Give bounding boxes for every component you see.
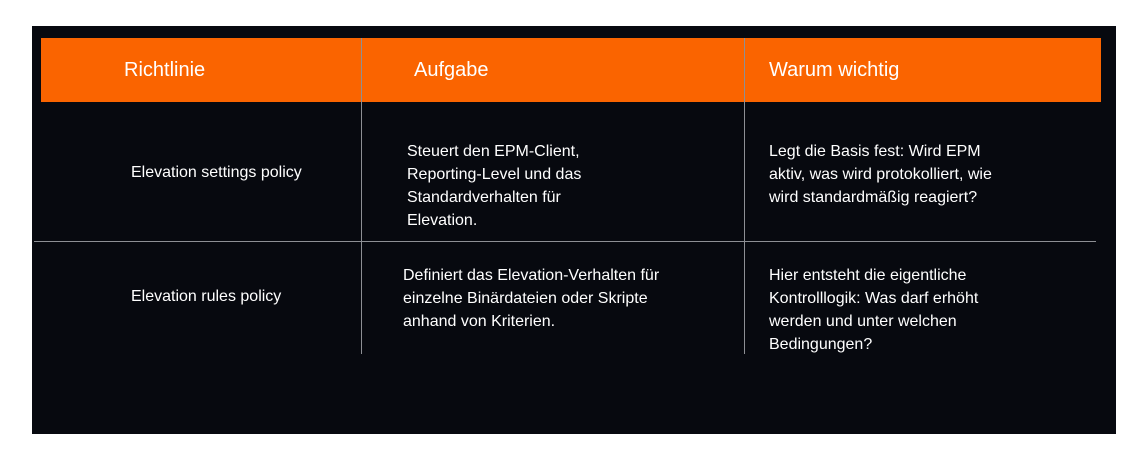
header-warum-wichtig: Warum wichtig [769, 59, 900, 81]
table-cell-warum: Legt die Basis fest: Wird EPM aktiv, was… [769, 140, 992, 209]
text-line: Bedingungen? [769, 336, 873, 353]
policy-name: Elevation rules policy [131, 288, 282, 305]
text-line: Elevation. [407, 212, 478, 229]
table-cell-aufgabe: Steuert den EPM-Client, Reporting-Level … [407, 140, 581, 232]
text-line: wird standardmäßig reagiert? [769, 189, 978, 206]
text-line: einzelne Binärdateien oder Skripte [403, 290, 648, 307]
table-cell-richtlinie: Elevation settings policy [131, 161, 302, 184]
text-line: Reporting-Level und das [407, 166, 582, 183]
column-divider [744, 38, 745, 354]
header-richtlinie: Richtlinie [124, 59, 206, 81]
text-line: Kontrolllogik: Was darf erhöht [769, 290, 979, 307]
text-line: Definiert das Elevation-Verhalten für [403, 267, 660, 284]
table-header-row: Richtlinie Aufgabe Warum wichtig [41, 38, 1101, 102]
table-cell-aufgabe: Definiert das Elevation-Verhalten für ei… [403, 264, 659, 333]
text-line: Legt die Basis fest: Wird EPM [769, 143, 981, 160]
table-cell-warum: Hier entsteht die eigentliche Kontrolllo… [769, 264, 978, 356]
column-divider [361, 38, 362, 354]
text-line: Standardverhalten für [407, 189, 561, 206]
text-line: Hier entsteht die eigentliche [769, 267, 967, 284]
text-line: aktiv, was wird protokolliert, wie [769, 166, 992, 183]
policy-name: Elevation settings policy [131, 164, 302, 181]
row-divider [34, 241, 1096, 242]
text-line: werden und unter welchen [769, 313, 957, 330]
text-line: Steuert den EPM-Client, [407, 143, 580, 160]
text-line: anhand von Kriterien. [403, 313, 556, 330]
table-cell-richtlinie: Elevation rules policy [131, 285, 281, 308]
header-aufgabe: Aufgabe [414, 59, 489, 81]
